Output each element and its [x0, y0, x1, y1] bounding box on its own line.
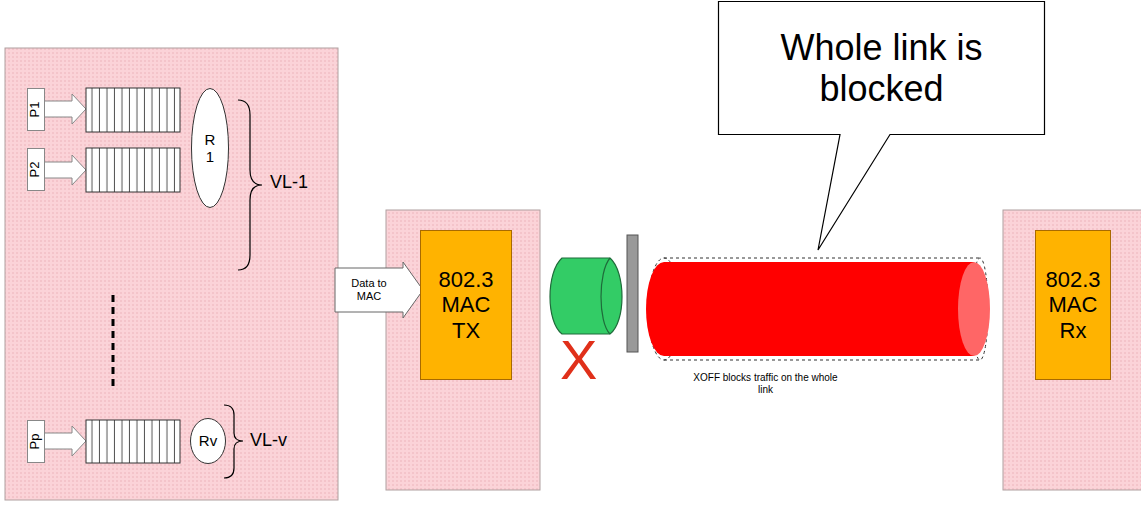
block-arrow [335, 262, 423, 318]
brace [224, 405, 243, 478]
ellipsis-line [112, 295, 115, 390]
callout-shape [719, 2, 1045, 251]
node-text: 802.3 MAC Rx [1041, 267, 1105, 343]
input-arrow [40, 94, 86, 124]
queue [86, 148, 180, 192]
data-arrow: Data to MAC [335, 262, 423, 318]
limiter-ellipse [191, 419, 226, 464]
queue [86, 420, 180, 463]
input-arrow [40, 426, 86, 456]
plug-symbol [550, 258, 622, 334]
blocked-link-pipe [646, 262, 974, 356]
virtual-link-label: VL-1 [270, 172, 330, 194]
callout-box: Whole link is blocked [718, 1, 1045, 135]
input-arrow [40, 155, 86, 185]
source-port: Pp [27, 420, 45, 463]
limiter-ellipse [192, 89, 229, 208]
node-text: Pp [29, 434, 44, 450]
node-text: R 1 [203, 131, 217, 166]
node-text: P2 [29, 162, 44, 178]
rate-limiter: R 1 [191, 88, 229, 208]
source-port: P2 [27, 148, 45, 191]
blocked-mark: X [560, 332, 610, 388]
mac-block: 802.3 MAC TX [420, 230, 512, 380]
source-port: P1 [27, 88, 45, 131]
rx-panel [1003, 210, 1141, 490]
port-box [28, 89, 45, 131]
virtual-link-label: VL-v [250, 430, 310, 452]
rate-limiter: Rv [190, 418, 226, 464]
node-text: 802.3 MAC TX [426, 267, 506, 343]
port-box [28, 421, 45, 463]
stop-bar [627, 235, 638, 352]
node-text: Data to MAC [339, 277, 399, 302]
pipe-end [958, 262, 990, 356]
port-box [28, 149, 45, 191]
note: XOFF blocks traffic on the whole link [688, 372, 843, 396]
plug-symbol-edge [601, 258, 610, 334]
node-text: Rv [194, 432, 222, 449]
tx-panel [386, 210, 540, 490]
mac-block: 802.3 MAC Rx [1035, 230, 1111, 380]
host-panel [5, 48, 338, 500]
brace [238, 100, 262, 270]
queue [86, 88, 180, 132]
node-text: P1 [29, 102, 44, 118]
node-text: Whole link is blocked [728, 27, 1035, 110]
